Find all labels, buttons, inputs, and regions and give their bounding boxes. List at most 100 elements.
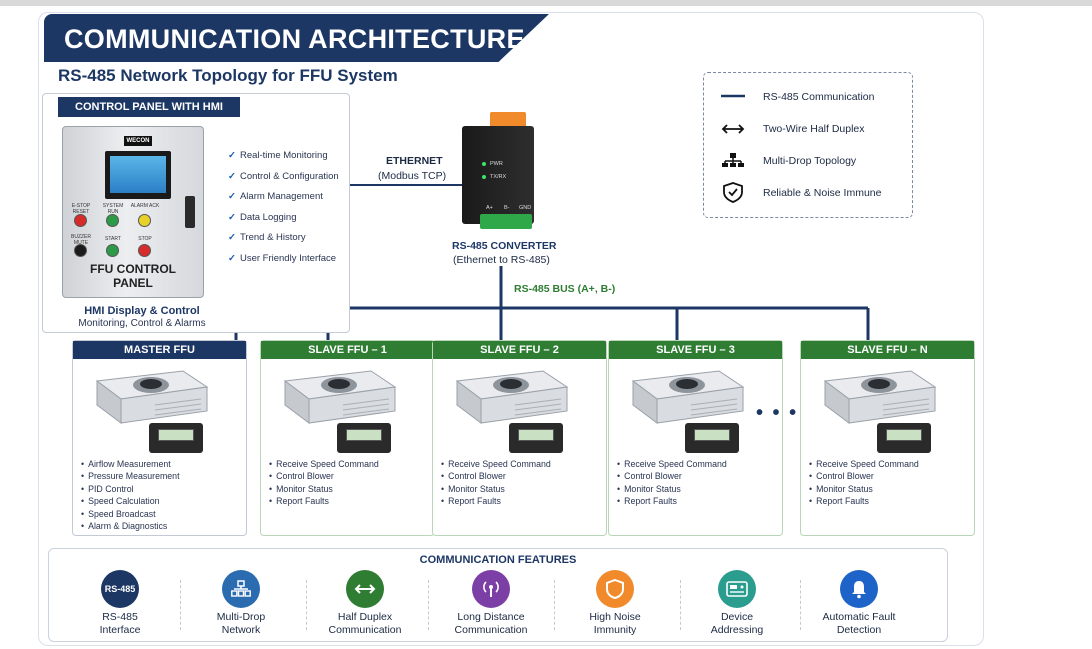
- list-item: Monitor Status: [809, 484, 919, 496]
- list-item: Report Faults: [809, 496, 919, 508]
- rs485-converter: [462, 126, 534, 224]
- feature-label: Half Duplex: [337, 611, 393, 623]
- list-item: Speed Calculation: [81, 496, 180, 508]
- feature-label: Immunity: [593, 624, 637, 636]
- feature-item: ✓Trend & History: [228, 232, 306, 243]
- page-subtitle: RS-485 Network Topology for FFU System: [58, 66, 398, 85]
- ffu-unit-image: [455, 370, 569, 424]
- ffu-controller: [685, 423, 739, 453]
- control-panel-feature-list: ✓Real-time Monitoring ✓Control & Configu…: [228, 150, 339, 273]
- check-icon: ✓: [228, 211, 236, 223]
- legend-box: [703, 72, 913, 218]
- check-icon: ✓: [228, 191, 236, 202]
- divider: [306, 580, 307, 630]
- list-item: Monitor Status: [617, 484, 727, 496]
- list-item: Report Faults: [441, 496, 551, 508]
- start-button: [106, 244, 119, 257]
- list-item: Receive Speed Command: [809, 459, 919, 471]
- ffu-controller: [877, 423, 931, 453]
- ffu-unit-image: [95, 370, 209, 424]
- list-item: Receive Speed Command: [441, 459, 551, 471]
- slave-ffu-n-card: SLAVE FFU – N Receive Speed Command Cont…: [800, 340, 975, 536]
- list-item: Control Blower: [441, 471, 551, 483]
- ffu-controller-screen: [886, 429, 922, 441]
- ffu-controller: [337, 423, 391, 453]
- page-title: COMMUNICATION ARCHITECTURE: [64, 24, 525, 54]
- slave-ffu-3-card: SLAVE FFU – 3 Receive Speed Command Cont…: [608, 340, 783, 536]
- ffu-function-list: Receive Speed Command Control Blower Mon…: [441, 459, 551, 509]
- more-units-ellipsis: • • •: [756, 402, 799, 424]
- feature-label: RS-485: [102, 611, 138, 623]
- hmi-caption-title: HMI Display & Control: [84, 305, 200, 317]
- ffu-controller-screen: [694, 429, 730, 441]
- txrx-led-label: TX/RX: [490, 174, 507, 180]
- ethernet-label: ETHERNET: [386, 155, 443, 167]
- list-item: Report Faults: [617, 496, 727, 508]
- divider: [680, 580, 681, 630]
- converter-subtitle: (Ethernet to RS-485): [453, 254, 550, 266]
- alarm-ack-button: [138, 214, 151, 227]
- ffu-card-title: SLAVE FFU – N: [801, 341, 974, 359]
- feature-label: Interface: [99, 624, 141, 636]
- legend-item-label: RS-485 Communication: [763, 91, 875, 103]
- feature-label: Communication: [454, 624, 528, 636]
- stop-button: [138, 244, 151, 257]
- list-item: Report Faults: [269, 496, 379, 508]
- check-icon: ✓: [228, 252, 236, 264]
- feature-item: ✓Control & Configuration: [228, 170, 339, 182]
- feature-label: Long Distance: [457, 611, 525, 623]
- cabinet-name-line2: PANEL: [113, 276, 153, 290]
- converter-title: RS-485 CONVERTER: [452, 240, 557, 252]
- button-label: SYSTEM RUN: [102, 203, 124, 215]
- ffu-unit-image: [283, 370, 397, 424]
- list-item: Pressure Measurement: [81, 471, 179, 483]
- ffu-card-title: SLAVE FFU – 3: [609, 341, 782, 359]
- double-arrow-icon: [721, 124, 745, 134]
- feature-label: Network: [221, 624, 261, 636]
- cabinet-brand: WECON: [124, 136, 152, 146]
- legend-item-label: Two-Wire Half Duplex: [763, 123, 865, 135]
- shield-icon: [596, 570, 634, 608]
- cabinet-name: FFU CONTROL PANEL: [62, 262, 204, 290]
- slave-ffu-2-card: SLAVE FFU – 2 Receive Speed Command Cont…: [432, 340, 607, 536]
- list-item: Speed Broadcast: [81, 509, 180, 521]
- feature-label: Detection: [836, 624, 882, 636]
- control-panel-header: CONTROL PANEL WITH HMI: [58, 97, 240, 117]
- features-panel-title: COMMUNICATION FEATURES: [419, 554, 577, 566]
- feature-item: ✓Data Logging: [228, 211, 297, 223]
- ffu-unit-image: [631, 370, 745, 424]
- double-arrow-icon: [346, 570, 384, 608]
- feature-label: Multi-Drop: [216, 611, 266, 623]
- feature-item: ✓Real-time Monitoring: [228, 150, 328, 161]
- ffu-function-list: Airflow Measurement Pressure Measurement…: [81, 459, 180, 533]
- list-item: PID Control: [81, 484, 180, 496]
- divider: [180, 580, 181, 630]
- button-label: BUZZER MUTE: [71, 234, 91, 246]
- system-run-button: [106, 214, 119, 227]
- list-item: Monitor Status: [269, 484, 379, 496]
- pin-label: A+: [486, 205, 493, 211]
- ethernet-protocol: (Modbus TCP): [378, 170, 447, 182]
- button-label: START: [105, 236, 121, 242]
- list-item: Airflow Measurement: [81, 459, 180, 471]
- ffu-card-title: SLAVE FFU – 1: [261, 341, 434, 359]
- features-panel: [48, 548, 948, 642]
- hmi-caption-subtitle: Monitoring, Control & Alarms: [78, 318, 206, 329]
- list-item: Receive Speed Command: [269, 459, 379, 471]
- buzzer-mute-button: [74, 244, 87, 257]
- ffu-controller-screen: [346, 429, 382, 441]
- list-item: Alarm & Diagnostics: [81, 521, 180, 533]
- check-icon: ✓: [228, 150, 236, 161]
- line-icon: [721, 94, 745, 98]
- ffu-unit-image: [823, 370, 937, 424]
- bus-label: RS-485 BUS (A+, B-): [514, 283, 616, 295]
- network-icon: [222, 570, 260, 608]
- master-ffu-card: MASTER FFU Airflow Measurement Pressure …: [72, 340, 247, 536]
- ffu-card-title: MASTER FFU: [73, 341, 246, 359]
- check-icon: ✓: [228, 232, 236, 243]
